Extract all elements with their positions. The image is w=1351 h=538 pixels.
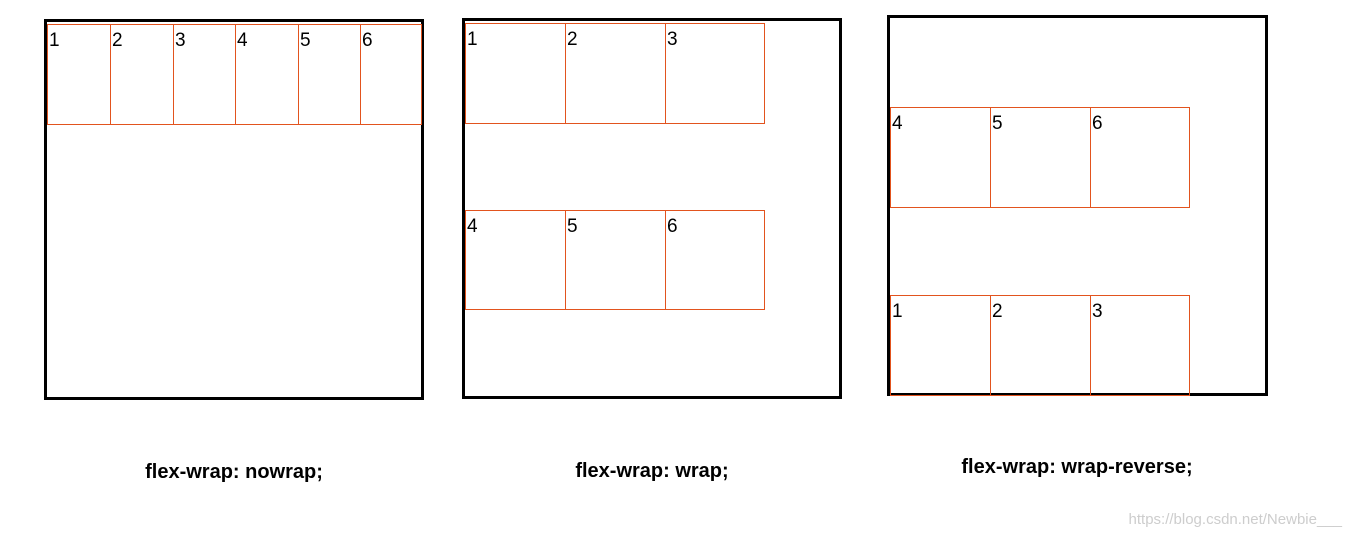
caption-wrap: flex-wrap: wrap; — [575, 460, 729, 482]
flex-item: 4 — [465, 210, 566, 310]
flex-item: 5 — [565, 210, 666, 310]
flex-container-wrap: 1 2 3 4 5 6 — [462, 18, 842, 399]
flex-item: 4 — [890, 107, 991, 208]
flex-item: 1 — [47, 24, 111, 125]
flex-item: 2 — [565, 23, 666, 124]
flex-item: 3 — [173, 24, 236, 125]
flex-item: 2 — [990, 295, 1091, 396]
flex-item: 3 — [665, 23, 765, 124]
flex-item: 6 — [1090, 107, 1190, 208]
flex-item: 6 — [665, 210, 765, 310]
flex-container-nowrap: 1 2 3 4 5 6 — [44, 19, 424, 400]
flex-item: 2 — [110, 24, 174, 125]
flex-item: 5 — [298, 24, 361, 125]
flex-item: 5 — [990, 107, 1091, 208]
caption-nowrap: flex-wrap: nowrap; — [145, 461, 323, 483]
caption-wrap-reverse: flex-wrap: wrap-reverse; — [961, 456, 1193, 478]
flex-item: 3 — [1090, 295, 1190, 396]
flex-item: 1 — [890, 295, 991, 396]
watermark: https://blog.csdn.net/Newbie___ — [1128, 511, 1342, 528]
flex-item: 6 — [360, 24, 422, 125]
flex-item: 1 — [465, 23, 566, 124]
flex-item: 4 — [235, 24, 299, 125]
flex-container-wrap-reverse: 4 5 6 1 2 3 — [887, 15, 1268, 396]
